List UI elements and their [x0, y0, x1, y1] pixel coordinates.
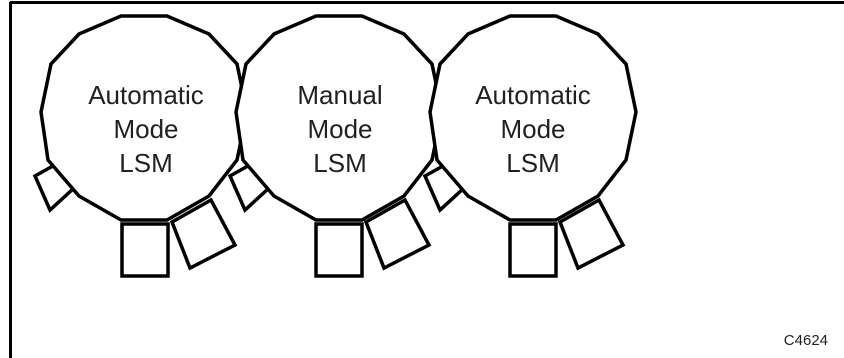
lsm-label-line1: Automatic	[88, 80, 204, 110]
cap-bottom	[314, 222, 364, 278]
lsm-module-2: Manual Mode LSM	[227, 14, 444, 278]
lsm-module-3: Automatic Mode LSM	[422, 14, 638, 278]
lsm-label-line3: LSM	[506, 148, 559, 178]
cap-bottom	[120, 222, 170, 278]
cap-bottom-right	[169, 197, 238, 271]
lsm-octagon	[234, 14, 444, 222]
lsm-label-line2: Mode	[113, 114, 178, 144]
figure-id: C4624	[784, 332, 828, 349]
lsm-label-line3: LSM	[313, 148, 366, 178]
lsm-label-line1: Manual	[297, 80, 382, 110]
lsm-label-line2: Mode	[500, 114, 565, 144]
lsm-octagon	[428, 14, 638, 222]
lsm-label-line3: LSM	[119, 148, 172, 178]
lsm-label-line1: Automatic	[475, 80, 591, 110]
cap-bottom-right	[363, 197, 432, 271]
lsm-label-line2: Mode	[307, 114, 372, 144]
cap-bottom-right	[557, 197, 626, 271]
cap-bottom	[508, 222, 558, 278]
lsm-octagon	[39, 14, 249, 222]
lsm-module-1: Automatic Mode LSM	[32, 14, 249, 278]
